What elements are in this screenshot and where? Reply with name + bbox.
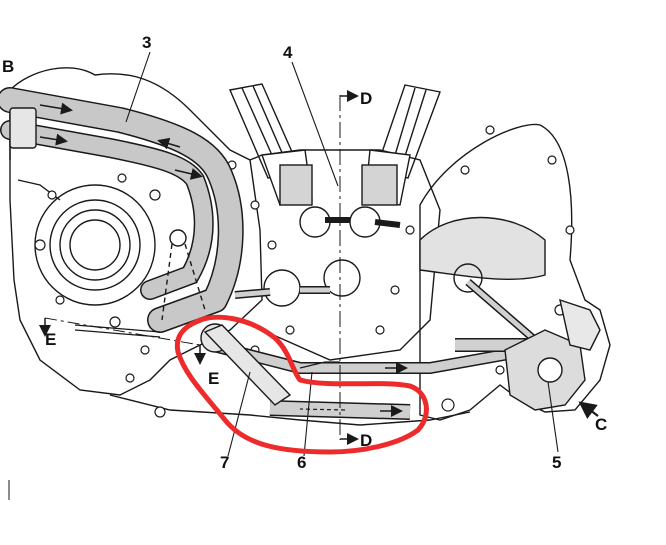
view-label-b-partial: B [2, 57, 14, 76]
right-cover-circle [419, 216, 546, 293]
view-label-d-top: D [360, 89, 372, 108]
hose-clamp-left [9, 107, 37, 149]
clutch-cover [34, 184, 156, 306]
callout-5: 5 [552, 453, 561, 472]
water-pump-5 [504, 298, 601, 411]
section-line-e [39, 317, 206, 365]
view-label-e-mid: E [208, 369, 219, 388]
breather-tubes [234, 217, 401, 299]
section-line-d [339, 90, 359, 445]
callout-4: 4 [283, 43, 293, 62]
leader-lines [125, 51, 559, 457]
cylinder-right [361, 84, 441, 206]
callout-7: 7 [220, 453, 229, 472]
callout-3: 3 [142, 33, 151, 52]
view-arrow-c [578, 401, 599, 419]
bolt-holes [34, 125, 575, 418]
cylinder-left [229, 83, 313, 206]
highlight-circle [174, 314, 429, 455]
view-label-c: C [595, 415, 607, 434]
view-label-d-bottom: D [360, 431, 372, 450]
lever-7 [161, 229, 292, 406]
view-label-e-left: E [45, 330, 56, 349]
hose-3 [0, 87, 244, 333]
callout-6: 6 [297, 453, 306, 472]
